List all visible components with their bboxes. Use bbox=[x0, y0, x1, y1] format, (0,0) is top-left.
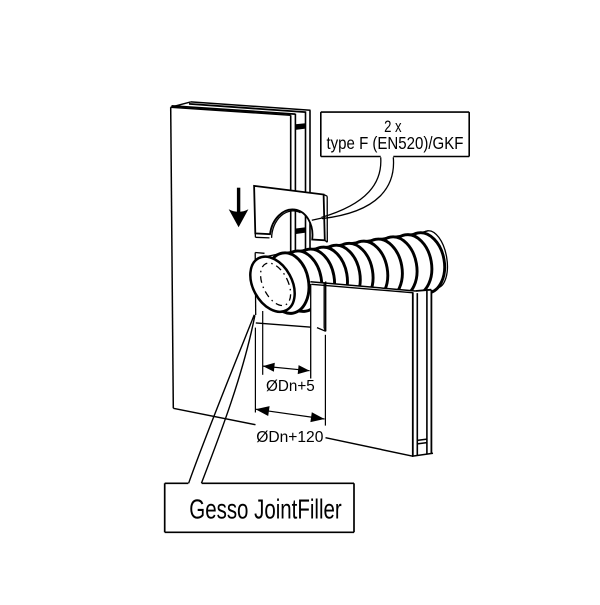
svg-text:type F (EN520)/GKF: type F (EN520)/GKF bbox=[327, 133, 464, 153]
svg-text:Gesso JointFiller: Gesso JointFiller bbox=[189, 494, 341, 525]
svg-text:ØDn+5: ØDn+5 bbox=[266, 378, 315, 395]
svg-text:ØDn+120: ØDn+120 bbox=[256, 429, 323, 446]
